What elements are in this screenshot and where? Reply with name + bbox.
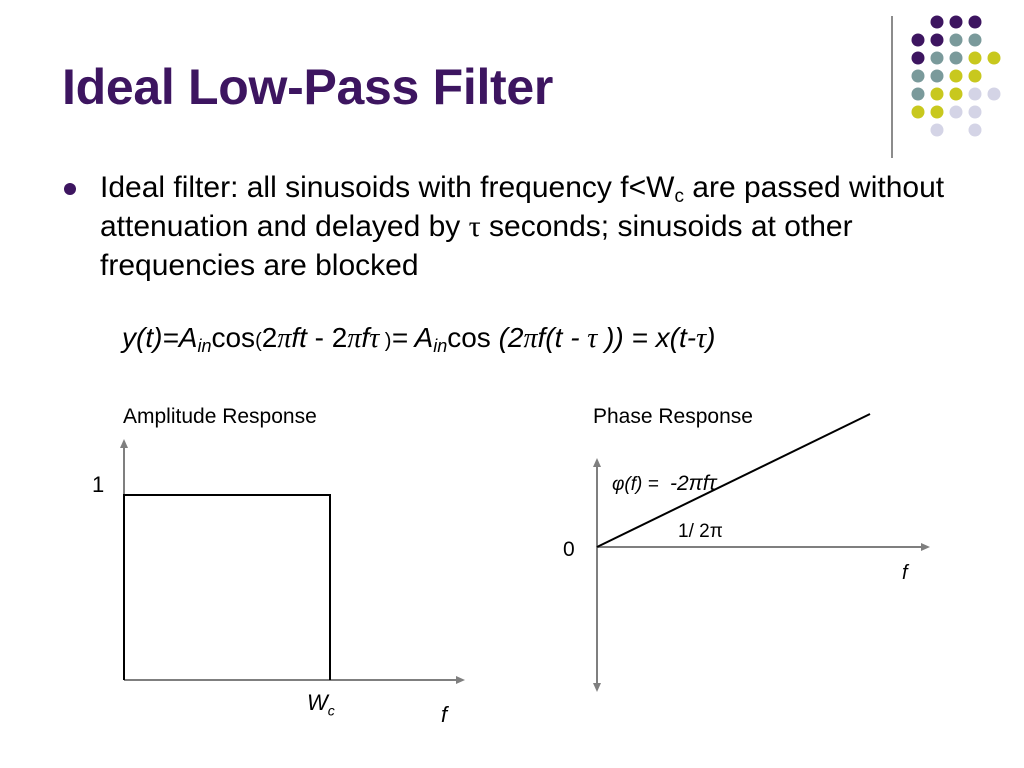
phase-chart-title: Phase Response	[593, 405, 753, 428]
decorative-divider	[891, 16, 893, 158]
decorative-dot	[911, 33, 925, 47]
eq-pi3: π	[523, 323, 538, 354]
eq-f: f	[361, 322, 370, 353]
decorative-dot-grid	[911, 15, 1001, 137]
amplitude-x-label: f	[441, 702, 448, 727]
eq-pi1: π	[277, 323, 292, 354]
bullet-marker	[64, 183, 76, 195]
decorative-dot	[949, 15, 963, 29]
amplitude-series-line	[123, 494, 331, 680]
decorative-dot	[911, 51, 925, 65]
eq-cos2: cos	[447, 322, 491, 353]
decorative-dot	[930, 15, 944, 29]
wc-main: W	[307, 690, 328, 715]
decorative-dot	[968, 123, 982, 137]
decorative-dot	[930, 33, 944, 47]
decorative-dot	[930, 51, 944, 65]
eq-ft2: f(t -	[537, 322, 588, 353]
decorative-dot	[949, 33, 963, 47]
bullet-text-part2: are passed without attenuation and delay…	[100, 171, 945, 243]
decorative-dot	[987, 87, 1001, 101]
phase-y-tick-0: 0	[563, 538, 575, 561]
decorative-dot	[968, 105, 982, 119]
eq-cos1: cos	[211, 322, 256, 353]
decorative-dot	[968, 33, 982, 47]
eq-paren1: (	[255, 330, 262, 352]
eq-tau2: τ	[587, 323, 598, 354]
bullet-text-part3: seconds; sinusoids at other frequencies …	[100, 210, 853, 282]
phase-series-line	[596, 413, 871, 548]
decorative-dot	[968, 69, 982, 83]
bullet-sub-c: c	[674, 186, 684, 207]
amplitude-x-tick-wc: Wc	[307, 690, 335, 718]
decorative-dot	[949, 51, 963, 65]
eq-tau3: τ	[696, 323, 707, 354]
decorative-dot	[968, 15, 982, 29]
phase-formula-lhs: φ(f) =	[612, 474, 664, 495]
eq-close: )	[706, 322, 716, 353]
decorative-dot	[949, 105, 963, 119]
decorative-dot	[968, 51, 982, 65]
decorative-dot	[911, 87, 925, 101]
decorative-dot	[930, 69, 944, 83]
decorative-dot	[930, 123, 944, 137]
eq-paren2: )	[379, 330, 392, 352]
phase-formula-rhs: -2πfτ	[669, 472, 717, 495]
bullet-text: Ideal filter: all sinusoids with frequen…	[100, 168, 980, 285]
decorative-dot	[930, 87, 944, 101]
decorative-dot	[911, 105, 925, 119]
equation: y(t)=Aincos(2πft - 2πfτ )= Aincos (2πf(t…	[122, 322, 715, 355]
eq-sub-in2: in	[433, 336, 448, 356]
decorative-dot	[968, 87, 982, 101]
eq-sub-in: in	[197, 336, 212, 356]
phase-formula: φ(f) = -2πfτ	[612, 472, 716, 496]
decorative-dot	[949, 69, 963, 83]
amplitude-chart-title: Amplitude Response	[123, 405, 317, 428]
eq-a: y(t)=A	[122, 322, 198, 353]
bullet-text-part1: Ideal filter: all sinusoids with frequen…	[100, 171, 675, 204]
bullet-tau: τ	[468, 210, 481, 243]
wc-sub: c	[327, 702, 335, 719]
eq-pi2: π	[347, 323, 362, 354]
eq-two1: 2	[261, 322, 278, 353]
eq-ft: ft	[291, 322, 307, 353]
decorative-dot	[930, 105, 944, 119]
slide-title: Ideal Low-Pass Filter	[62, 59, 554, 115]
amplitude-y-tick-1: 1	[92, 472, 105, 497]
eq-rest: )) = x(t-	[597, 322, 697, 353]
decorative-dot	[911, 69, 925, 83]
decorative-dot	[949, 87, 963, 101]
eq-minus2: - 2	[306, 322, 348, 353]
decorative-dot	[987, 51, 1001, 65]
eq-paren3: (2	[490, 322, 524, 353]
phase-slope-label: 1/ 2π	[678, 521, 723, 542]
eq-tau1: τ	[369, 323, 380, 354]
phase-x-label: f	[902, 562, 908, 584]
eq-eq-ain: = A	[391, 322, 434, 353]
